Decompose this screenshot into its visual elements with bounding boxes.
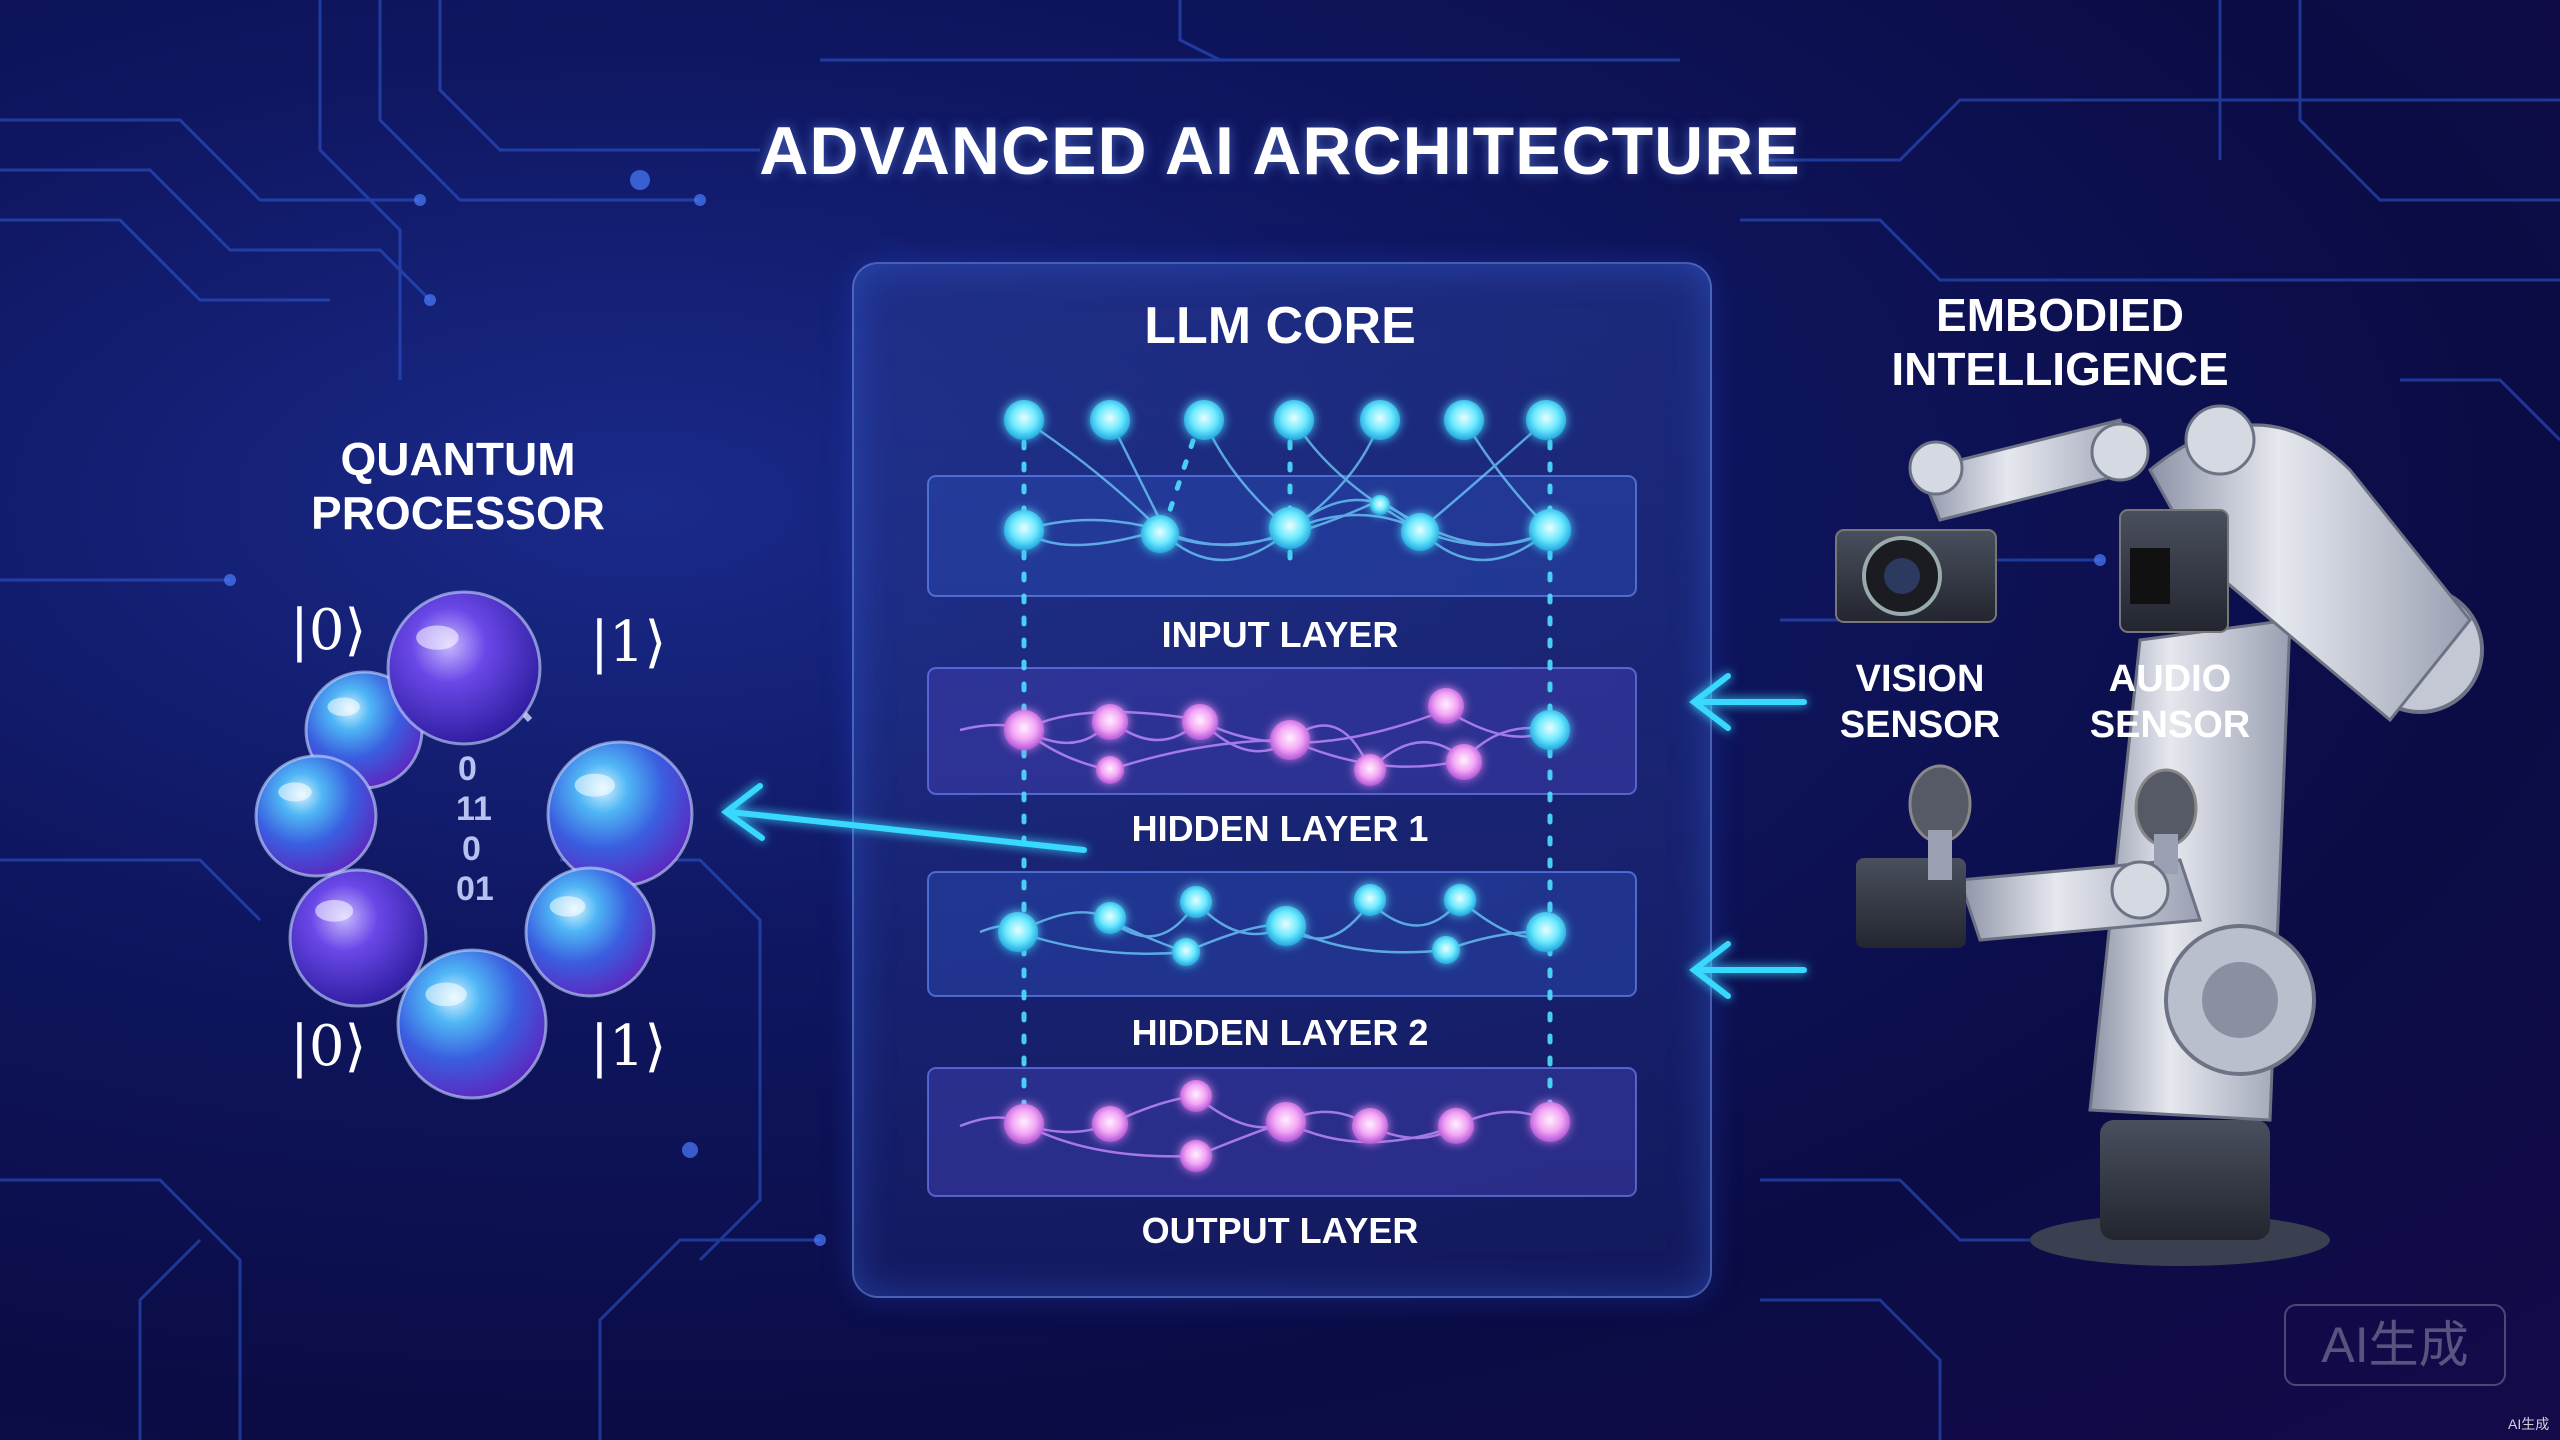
ket-1-top: |1⟩ bbox=[590, 610, 667, 675]
neuron-node-pink bbox=[1428, 688, 1464, 724]
audio-label-line1: AUDIO bbox=[2108, 658, 2232, 700]
neuron-node-pink bbox=[1004, 710, 1044, 750]
llm-to-quantum-arrow bbox=[727, 809, 1087, 853]
neuron-node-cyan bbox=[1180, 886, 1212, 918]
ket-1-bottom: |1⟩ bbox=[590, 1014, 667, 1079]
qubit-highlight bbox=[549, 896, 586, 917]
hidden-layer-2-label: HIDDEN LAYER 2 bbox=[1131, 1012, 1429, 1053]
qubit-highlight bbox=[315, 899, 354, 922]
neuron-node-pink bbox=[1270, 720, 1310, 760]
audio-sensor-label: AUDIO SENSOR bbox=[2070, 656, 2270, 748]
neuron-node-pink bbox=[1266, 1102, 1306, 1142]
neuron-node-cyan bbox=[1184, 400, 1224, 440]
neuron-node-pink bbox=[1182, 704, 1218, 740]
qubit-glyph: 0 bbox=[458, 750, 477, 788]
neuron-node-pink bbox=[1180, 1080, 1212, 1112]
neuron-node-cyan bbox=[1004, 510, 1044, 550]
vision-label-line1: VISION bbox=[1855, 658, 1985, 700]
neuron-node-cyan bbox=[1432, 936, 1460, 964]
audio-label-line2: SENSOR bbox=[2089, 704, 2251, 746]
neuron-node-cyan bbox=[1354, 884, 1386, 916]
qubit-glyph: 01 bbox=[456, 870, 494, 908]
neuron-node-cyan bbox=[1090, 400, 1130, 440]
quantum-title-line1: QUANTUM bbox=[340, 433, 576, 485]
ai-generated-watermark: AI生成 bbox=[2284, 1304, 2506, 1386]
neuron-node-cyan bbox=[1529, 509, 1571, 551]
neuron-node-cyan bbox=[1401, 513, 1439, 551]
neuron-node-pink bbox=[1180, 1140, 1212, 1172]
page-title: ADVANCED AI ARCHITECTURE bbox=[759, 113, 1801, 189]
qubit-highlight bbox=[574, 773, 615, 797]
quantum-title-line2: PROCESSOR bbox=[311, 487, 605, 539]
neuron-node-cyan bbox=[1526, 400, 1566, 440]
neuron-node-cyan bbox=[1530, 710, 1570, 750]
embodied-title-line2: INTELLIGENCE bbox=[1891, 343, 2229, 395]
embodied-intelligence-title: EMBODIED INTELLIGENCE bbox=[1840, 288, 2280, 396]
neuron-node-cyan bbox=[1004, 400, 1044, 440]
neuron-node-cyan bbox=[1360, 400, 1400, 440]
ket-0-bottom: |0⟩ bbox=[290, 1014, 367, 1079]
vision-sensor-label: VISION SENSOR bbox=[1820, 656, 2020, 748]
qubit-glyph: 0 bbox=[462, 830, 481, 868]
neuron-node-cyan bbox=[1266, 906, 1306, 946]
neuron-node-cyan bbox=[1141, 515, 1179, 553]
neuron-node-cyan bbox=[1094, 902, 1126, 934]
neuron-node-pink bbox=[1354, 754, 1386, 786]
ket-0-top: |0⟩ bbox=[290, 598, 367, 663]
neuron-node-pink bbox=[1352, 1108, 1388, 1144]
qubit-highlight bbox=[278, 782, 312, 802]
neuron-node-pink bbox=[1438, 1108, 1474, 1144]
vision-label-line2: SENSOR bbox=[1839, 704, 2001, 746]
neuron-node-cyan bbox=[998, 912, 1038, 952]
qubit-glyph: 11 bbox=[456, 790, 492, 828]
neuron-node-cyan bbox=[1274, 400, 1314, 440]
output-layer-label: OUTPUT LAYER bbox=[1141, 1210, 1419, 1251]
embodied-title-line1: EMBODIED bbox=[1936, 289, 2184, 341]
hidden-layer-1-label: HIDDEN LAYER 1 bbox=[1131, 808, 1429, 849]
llm-core-title: LLM CORE bbox=[1144, 297, 1416, 355]
neuron-node-cyan bbox=[1269, 507, 1311, 549]
neuron-node-cyan bbox=[1444, 884, 1476, 916]
neuron-node-pink bbox=[1530, 1102, 1570, 1142]
qubit-highlight bbox=[416, 625, 459, 650]
ai-generated-watermark-small: AI生成 bbox=[2508, 1416, 2550, 1432]
neuron-node-pink bbox=[1092, 704, 1128, 740]
neuron-node-cyan bbox=[1370, 495, 1390, 515]
qubit-highlight bbox=[327, 697, 360, 717]
neuron-node-pink bbox=[1004, 1104, 1044, 1144]
neuron-node-cyan bbox=[1444, 400, 1484, 440]
neuron-node-pink bbox=[1092, 1106, 1128, 1142]
neuron-node-pink bbox=[1096, 756, 1124, 784]
qubit-highlight bbox=[425, 982, 467, 1007]
gripper bbox=[1856, 858, 1966, 948]
quantum-processor-title: QUANTUM PROCESSOR bbox=[258, 432, 658, 540]
neuron-node-pink bbox=[1446, 744, 1482, 780]
input-layer-label: INPUT LAYER bbox=[1161, 614, 1399, 655]
neuron-node-cyan bbox=[1172, 938, 1200, 966]
neuron-node-cyan bbox=[1526, 912, 1566, 952]
